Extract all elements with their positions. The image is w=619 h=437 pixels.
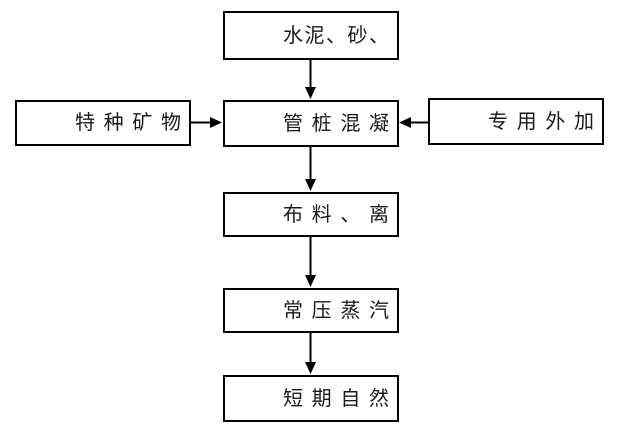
flow-node-distribution: 布料、离: [223, 192, 399, 237]
flow-node-special-minerals: 特种矿物: [15, 100, 191, 146]
flow-node-raw-materials: 水泥、砂、: [223, 11, 399, 60]
flow-node-pipe-pile-concrete-label: 管桩混凝: [283, 112, 389, 135]
flow-node-special-additive: 专用外加: [428, 98, 604, 145]
flow-node-natural-curing-label: 短期自然: [283, 387, 389, 410]
flow-node-special-minerals-label: 特种矿物: [75, 112, 181, 134]
flow-node-special-additive-label: 专用外加: [488, 110, 594, 133]
flow-node-steam-curing: 常压蒸汽: [223, 288, 399, 333]
flow-node-steam-curing-label: 常压蒸汽: [283, 299, 389, 322]
flow-node-pipe-pile-concrete: 管桩混凝: [223, 100, 399, 147]
flow-node-raw-materials-label: 水泥、砂、: [283, 24, 389, 47]
flow-node-distribution-label: 布料、离: [283, 203, 389, 226]
arrow-steam-to-natural-icon: [305, 333, 316, 374]
arrow-distribution-to-steam-icon: [305, 237, 316, 287]
arrow-minerals-to-concrete-icon: [190, 117, 222, 128]
arrow-materials-to-concrete-icon: [305, 60, 316, 99]
arrow-concrete-to-distribution-icon: [305, 147, 316, 191]
flow-node-natural-curing: 短期自然: [223, 375, 399, 422]
arrow-additive-to-concrete-icon: [399, 117, 428, 128]
